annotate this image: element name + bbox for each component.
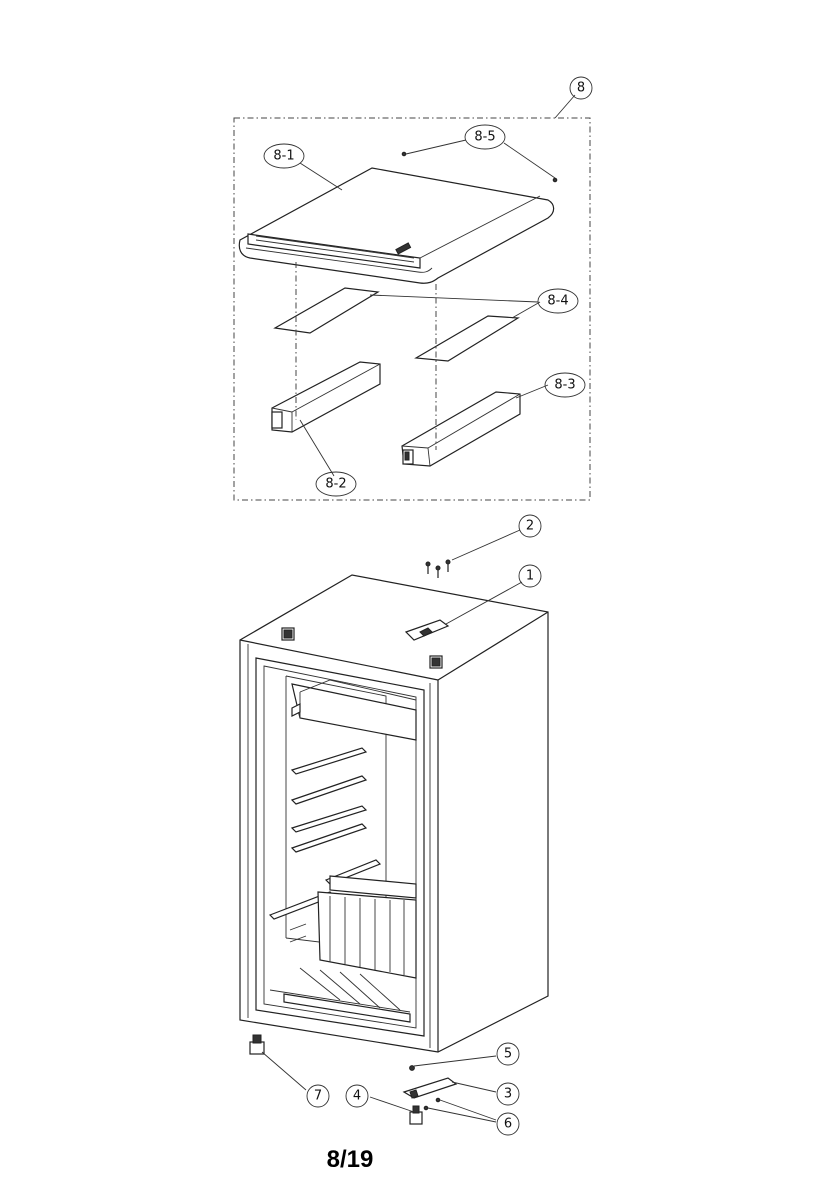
callout-8-3-label: 8-3 [554, 378, 575, 393]
callout-1: 1 [518, 564, 542, 588]
hinge-plate-part [404, 619, 450, 641]
callout-8-4: 8-4 [537, 288, 579, 314]
callout-8-2: 8-2 [315, 471, 357, 497]
callout-8-5-label: 8-5 [474, 130, 495, 145]
lower-leader-lines [261, 529, 523, 1123]
callout-7-label: 7 [314, 1089, 322, 1104]
rail-part-right [401, 391, 521, 467]
adhesive-strip-parts [273, 287, 520, 362]
callout-2: 2 [518, 514, 542, 538]
callout-8-4-label: 8-4 [547, 294, 568, 309]
callout-8: 8 [569, 76, 593, 100]
top-cover-assembly-group [233, 94, 591, 501]
callout-8-label: 8 [577, 81, 585, 96]
leveling-foot-part [249, 1034, 265, 1055]
callout-6-label: 6 [504, 1117, 512, 1132]
small-screw-parts [409, 1065, 441, 1111]
callout-1-label: 1 [526, 569, 534, 584]
callout-6: 6 [496, 1112, 520, 1136]
callout-8-1-label: 8-1 [273, 149, 294, 164]
screws-part [425, 559, 451, 578]
callout-3-label: 3 [504, 1087, 512, 1102]
callout-8-1: 8-1 [263, 143, 305, 169]
bottom-hinge-part [402, 1077, 458, 1099]
callout-8-2-label: 8-2 [325, 477, 346, 492]
callout-5: 5 [496, 1042, 520, 1066]
callout-2-label: 2 [526, 519, 534, 534]
rail-part-left [271, 361, 381, 433]
callout-5-label: 5 [504, 1047, 512, 1062]
callout-4-label: 4 [353, 1089, 361, 1104]
page-number: 8/19 [326, 1146, 374, 1173]
callout-3: 3 [496, 1082, 520, 1106]
callout-7: 7 [306, 1084, 330, 1108]
top-cover-part [238, 167, 555, 284]
callout-8-3: 8-3 [544, 372, 586, 398]
foot-part [409, 1105, 423, 1125]
callout-4: 4 [345, 1084, 369, 1108]
callout-8-5: 8-5 [464, 124, 506, 150]
assembly-boundary-box [233, 117, 591, 501]
refrigerator-cabinet [239, 574, 549, 1053]
